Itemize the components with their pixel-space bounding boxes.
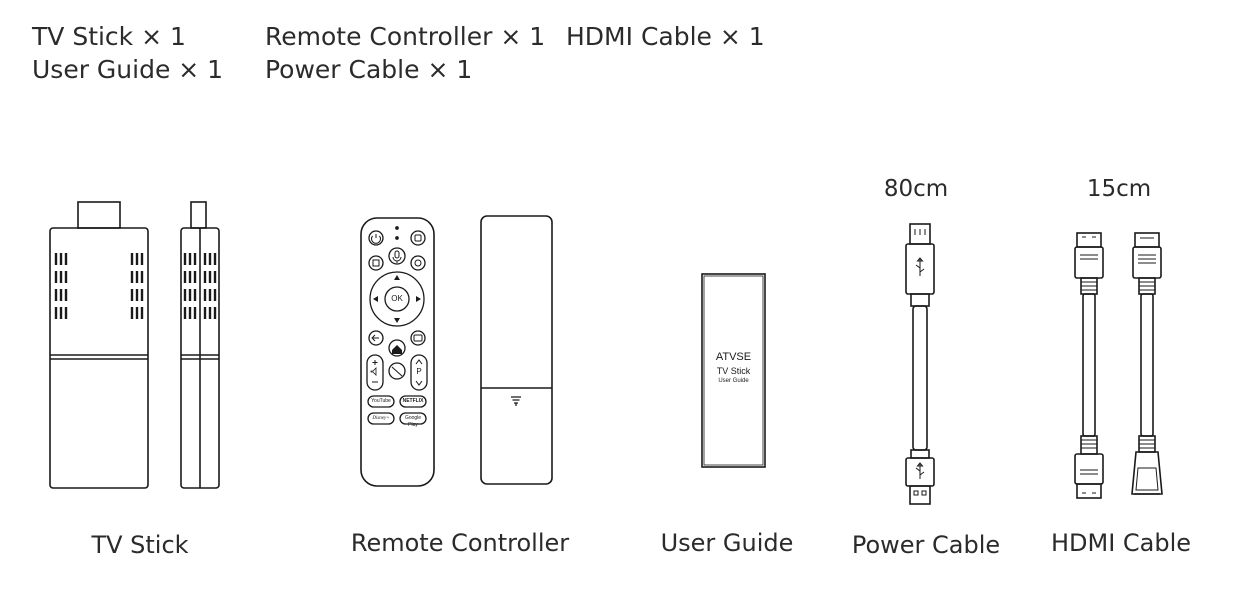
mic-button-icon <box>388 247 406 265</box>
settings-button-icon <box>410 255 426 271</box>
remote-front-illustration <box>360 217 435 487</box>
remote-ok-label: OK <box>391 294 403 303</box>
disney-label: Disney+ <box>372 416 390 421</box>
google-play-button <box>399 412 427 425</box>
user-guide-illustration <box>701 273 766 468</box>
hdmi-cable-right-illustration <box>1131 232 1163 495</box>
item-remote-qty: Remote Controller × 1 <box>265 22 546 51</box>
home-button-icon <box>388 339 406 357</box>
caption-hdmi-cable: HDMI Cable <box>1050 529 1192 557</box>
caption-tv-stick: TV Stick <box>91 531 189 559</box>
remote-p-label: P <box>416 367 422 376</box>
tv-stick-side-illustration <box>180 201 220 489</box>
bookmark-button-icon <box>368 255 384 271</box>
power-button-icon <box>368 230 384 246</box>
netflix-button <box>399 395 427 408</box>
power-cable-illustration <box>905 223 935 505</box>
guide-product: TV Stick <box>716 366 751 376</box>
hdmi-cable-length: 15cm <box>1086 176 1152 202</box>
ok-button <box>384 286 410 312</box>
input-button-icon <box>410 230 426 246</box>
netflix-label: NETFLIX <box>402 398 424 404</box>
remote-back-illustration <box>480 215 553 485</box>
youtube-button <box>367 395 395 408</box>
item-power-cable-qty: Power Cable × 1 <box>265 55 473 84</box>
google-play-label: Google Play <box>404 415 422 428</box>
disney-button <box>367 412 395 425</box>
hdmi-cable-left-illustration <box>1074 232 1104 499</box>
channel-rocker <box>410 354 428 391</box>
caption-power-cable: Power Cable <box>851 531 1001 559</box>
guide-brand: ATVSE <box>715 351 752 363</box>
dpad-ring <box>369 271 425 327</box>
back-button-icon <box>368 330 384 346</box>
caption-remote-controller: Remote Controller <box>350 529 570 557</box>
guide-doc-title: User Guide <box>718 378 749 384</box>
item-tv-stick-qty: TV Stick × 1 <box>32 22 186 51</box>
guide-button-icon <box>410 330 426 346</box>
caption-user-guide: User Guide <box>660 529 794 557</box>
volume-rocker <box>366 354 384 391</box>
youtube-label: YouTube <box>371 398 391 404</box>
item-user-guide-qty: User Guide × 1 <box>32 55 224 84</box>
power-cable-length: 80cm <box>883 176 949 202</box>
mute-button-icon <box>388 362 406 380</box>
usb-symbol-icon <box>915 257 925 276</box>
item-hdmi-qty: HDMI Cable × 1 <box>566 22 765 51</box>
tv-stick-front-illustration <box>49 201 149 489</box>
